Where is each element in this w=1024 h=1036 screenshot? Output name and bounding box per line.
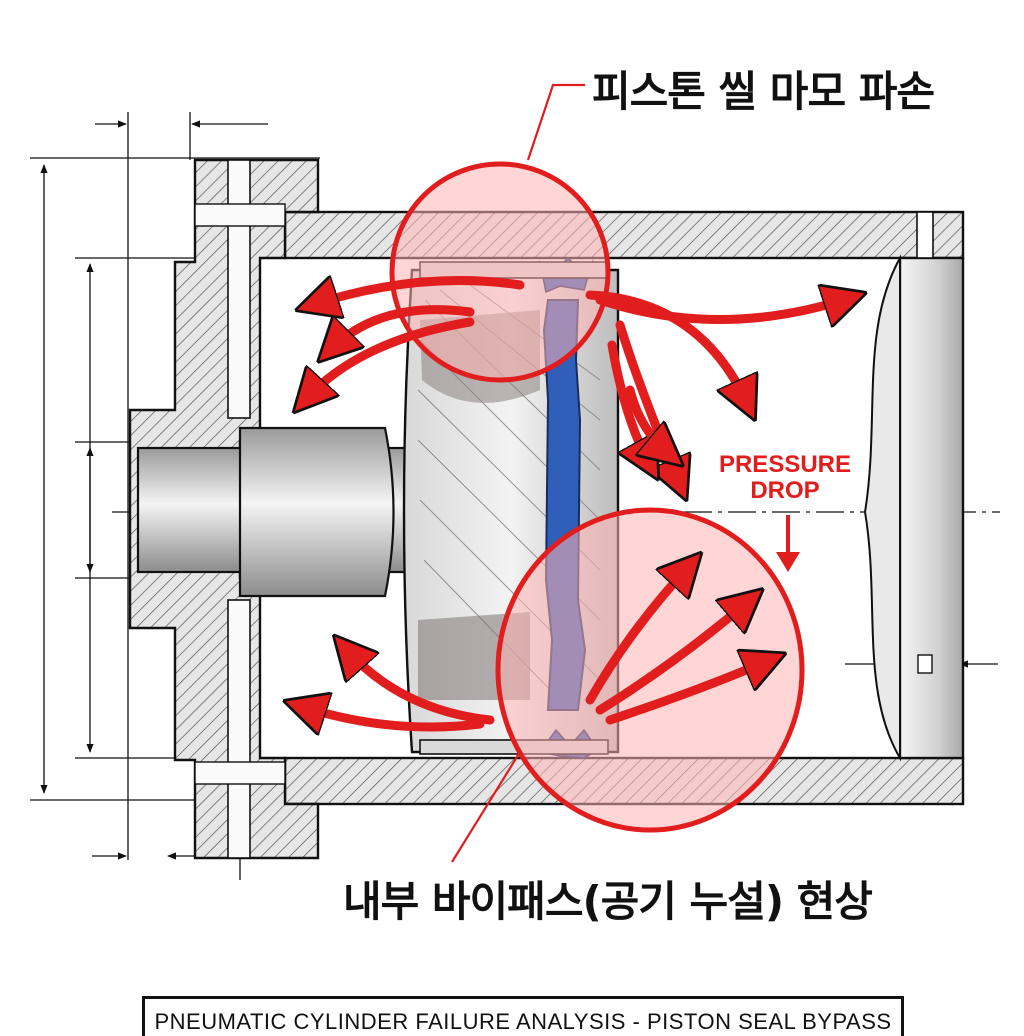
end-cap-dome [863,254,901,762]
bottom-leader-line [451,751,521,863]
barrel-top-wall [283,210,965,260]
end-cap-nub [917,654,933,674]
flange-port-top [194,203,286,227]
end-cap-port [916,211,934,259]
flange-bolt-bore-bottom [227,599,251,859]
leak-arrow-icon [300,281,850,728]
flange-bolt-bore-top [227,159,251,419]
end-cap [898,256,965,760]
flange-port-bottom [194,761,286,785]
rod-shoulder [238,426,395,598]
top-damage-highlight [389,161,611,383]
seal-damage-label: 피스톤 씰 마모 파손 [592,67,935,116]
pressure-drop-line1: PRESSURE [718,451,852,478]
pressure-drop-line2: DROP [750,477,820,504]
caption-box: PNEUMATIC CYLINDER FAILURE ANALYSIS - PI… [142,996,904,1036]
caption-text: PNEUMATIC CYLINDER FAILURE ANALYSIS - PI… [154,1009,892,1034]
pressure-drop-label: PRESSURE DROP [690,452,880,504]
pressure-drop-arrow-icon [776,515,800,572]
top-leader-line [526,83,585,161]
bypass-leak-label: 내부 바이패스(공기 누설) 현상 [343,877,873,926]
